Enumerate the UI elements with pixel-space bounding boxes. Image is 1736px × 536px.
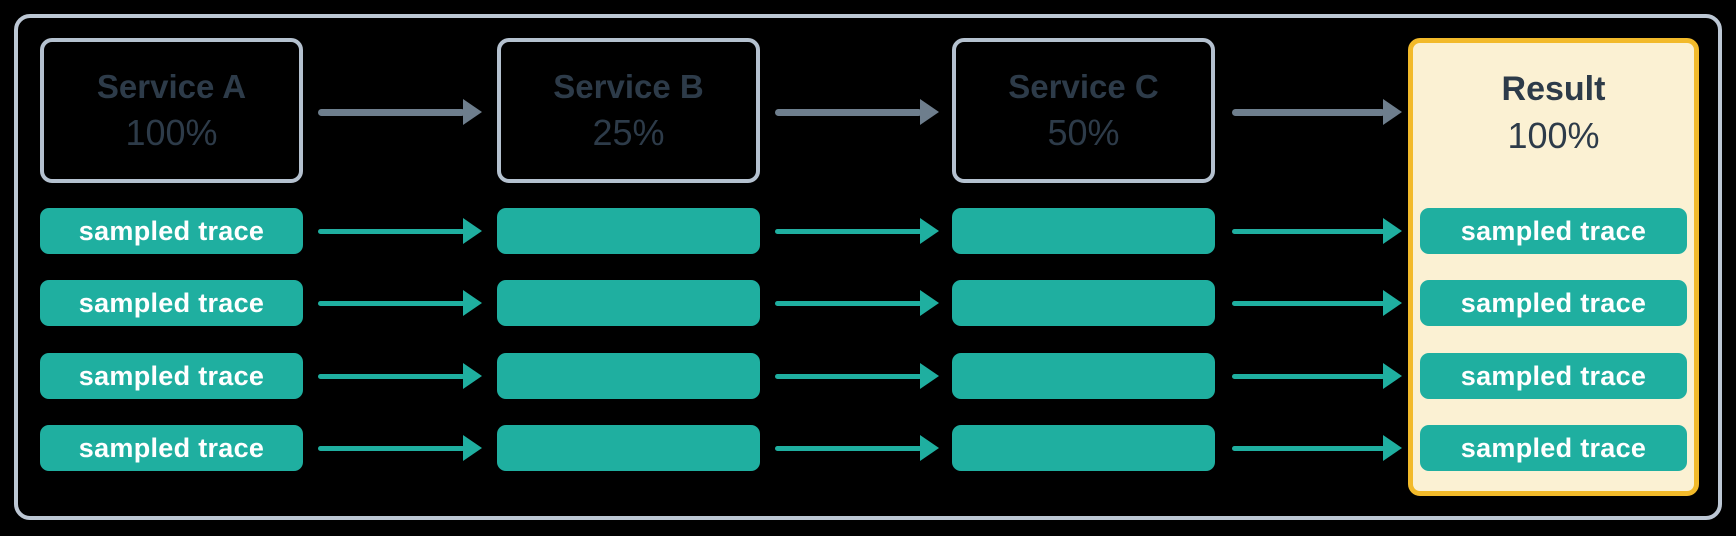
trace-arrow-icon	[775, 216, 939, 246]
sampled-trace-box: sampled trace	[40, 280, 303, 326]
service-c-name: Service C	[1008, 67, 1159, 105]
trace-box	[497, 425, 760, 471]
result-header: Result 100%	[1413, 43, 1694, 183]
sampled-trace-box: sampled trace	[1420, 208, 1687, 254]
sampled-trace-box: sampled trace	[1420, 425, 1687, 471]
sampled-trace-box: sampled trace	[40, 425, 303, 471]
trace-arrow-icon	[775, 433, 939, 463]
trace-arrow-icon	[1232, 361, 1402, 391]
trace-box	[497, 208, 760, 254]
sampled-trace-label: sampled trace	[78, 215, 265, 246]
sampled-trace-box: sampled trace	[40, 208, 303, 254]
trace-arrow-icon	[318, 433, 482, 463]
service-b-box: Service B 25%	[497, 38, 760, 183]
trace-box	[952, 353, 1215, 399]
flow-arrow-icon	[1232, 97, 1402, 127]
trace-box	[952, 425, 1215, 471]
trace-arrow-icon	[775, 288, 939, 318]
flow-arrow-icon	[318, 97, 482, 127]
trace-arrow-icon	[318, 361, 482, 391]
flow-arrow-icon	[775, 97, 939, 127]
service-a-box: Service A 100%	[40, 38, 303, 183]
sampled-trace-box: sampled trace	[40, 353, 303, 399]
service-b-sample-rate: 25%	[592, 111, 665, 153]
trace-box	[952, 280, 1215, 326]
service-a-sample-rate: 100%	[125, 111, 218, 153]
result-title: Result	[1501, 69, 1606, 108]
sampled-trace-label: sampled trace	[1460, 287, 1647, 318]
sampled-trace-box: sampled trace	[1420, 280, 1687, 326]
service-c-box: Service C 50%	[952, 38, 1215, 183]
trace-arrow-icon	[318, 288, 482, 318]
diagram-frame	[14, 14, 1722, 520]
sampled-trace-label: sampled trace	[78, 287, 265, 318]
result-sample-rate: 100%	[1507, 114, 1600, 156]
trace-arrow-icon	[1232, 288, 1402, 318]
trace-box	[952, 208, 1215, 254]
sampled-trace-label: sampled trace	[1460, 360, 1647, 391]
service-c-sample-rate: 50%	[1047, 111, 1120, 153]
sampled-trace-box: sampled trace	[1420, 353, 1687, 399]
trace-box	[497, 280, 760, 326]
result-panel: Result 100% sampled trace sampled trace …	[1408, 38, 1699, 496]
trace-arrow-icon	[1232, 216, 1402, 246]
trace-arrow-icon	[775, 361, 939, 391]
trace-arrow-icon	[1232, 433, 1402, 463]
service-a-name: Service A	[96, 67, 247, 105]
sampled-trace-label: sampled trace	[1460, 215, 1647, 246]
service-b-name: Service B	[553, 67, 704, 105]
sampled-trace-label: sampled trace	[1460, 432, 1647, 463]
trace-arrow-icon	[318, 216, 482, 246]
sampled-trace-label: sampled trace	[78, 360, 265, 391]
trace-box	[497, 353, 760, 399]
sampled-trace-label: sampled trace	[78, 432, 265, 463]
